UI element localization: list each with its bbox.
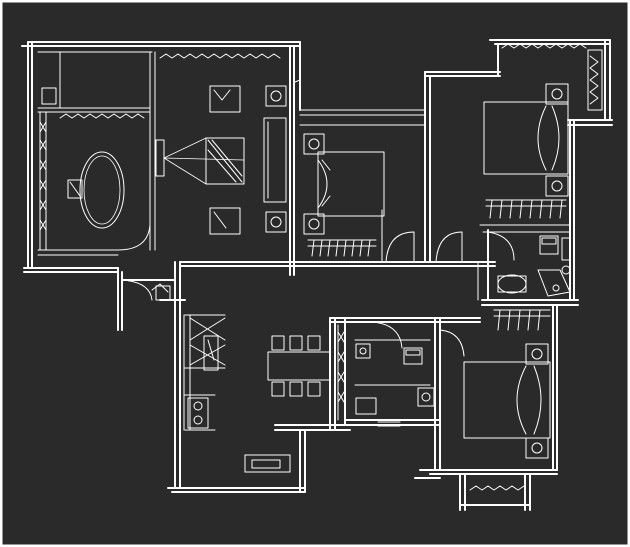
- master-bedroom: [483, 43, 603, 219]
- interior-walls: [37, 51, 571, 473]
- side-table-bottom: [265, 211, 287, 233]
- side-table-top: [265, 85, 287, 107]
- nightstand-ma: [545, 83, 569, 105]
- nightstand-2b: [525, 437, 549, 459]
- bathroom: [487, 231, 571, 297]
- sink-b: [355, 343, 371, 359]
- bedroom-1: [303, 133, 463, 263]
- sofa: [263, 117, 287, 203]
- kitchen-counter-bottom: [251, 459, 281, 469]
- dining-bar: [267, 335, 331, 397]
- bed-2: [463, 361, 551, 439]
- dining-chair: [67, 179, 83, 199]
- outer-walls: [21, 39, 613, 511]
- armchair-top: [209, 85, 241, 113]
- nightstand-2a: [525, 343, 549, 365]
- counter-cross: [189, 317, 226, 366]
- armchair-bottom: [209, 207, 241, 235]
- oval-dining-table: [79, 151, 125, 229]
- bedroom-2: [439, 309, 551, 491]
- dining-room: [39, 87, 151, 251]
- toilet-a: [539, 235, 559, 255]
- square-coffee-table: [205, 137, 245, 185]
- kitchen-sink: [203, 335, 219, 371]
- living-room: [155, 53, 301, 235]
- nightstand-mb: [545, 175, 569, 197]
- washroom-shelf: [337, 331, 345, 403]
- bed-master: [483, 101, 569, 175]
- nightstand-1b: [303, 213, 325, 235]
- stove: [187, 397, 209, 429]
- washroom: [337, 321, 435, 427]
- kitchen: [121, 279, 281, 469]
- toilet-b: [403, 347, 423, 365]
- wardrobe-1: [307, 239, 377, 257]
- wardrobe-master: [485, 199, 567, 219]
- wardrobe-2: [493, 309, 551, 331]
- bed-1: [317, 151, 385, 217]
- nightstand-1a: [303, 133, 325, 155]
- bar-stool: [271, 335, 285, 351]
